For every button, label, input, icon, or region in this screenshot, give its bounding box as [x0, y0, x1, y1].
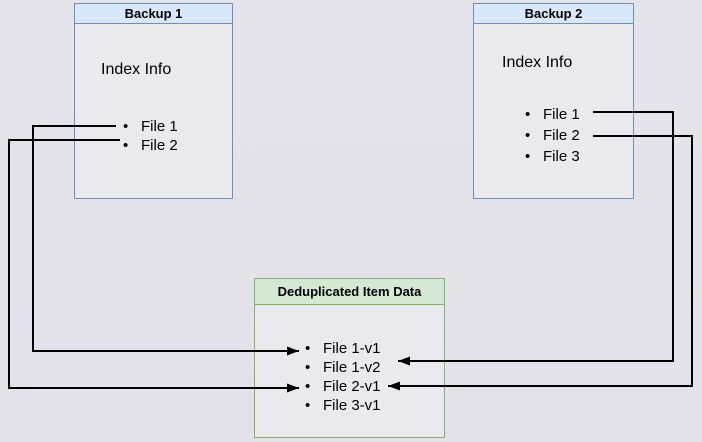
- list-item-file1: File 1: [525, 104, 580, 125]
- deduplicated-item-data-header: Deduplicated Item Data: [255, 279, 444, 305]
- backup1-header: Backup 1: [75, 4, 232, 24]
- list-item-file1v1: File 1-v1: [305, 339, 381, 358]
- list-item-file2: File 2: [123, 136, 178, 155]
- backup2-title: Backup 2: [524, 6, 583, 21]
- backup2-header: Backup 2: [474, 4, 633, 24]
- deduplicated-item-data-title: Deduplicated Item Data: [277, 284, 422, 299]
- backup2-file-list: File 1 File 2 File 3: [525, 104, 580, 167]
- list-item-file1v2: File 1-v2: [305, 358, 381, 377]
- list-item-file3: File 3: [525, 146, 580, 167]
- backup1-title: Backup 1: [124, 6, 183, 21]
- list-item-file2: File 2: [525, 125, 580, 146]
- backup2-index-info-label: Index Info: [502, 54, 573, 71]
- dedup-file-list: File 1-v1 File 1-v2 File 2-v1 File 3-v1: [305, 339, 381, 415]
- list-item-file2v1: File 2-v1: [305, 377, 381, 396]
- list-item-file1: File 1: [123, 117, 178, 136]
- backup1-box: Backup 1 Index Info File 1 File 2: [74, 3, 233, 199]
- list-item-file3v1: File 3-v1: [305, 396, 381, 415]
- backup1-file-list: File 1 File 2: [123, 117, 178, 155]
- backup2-box: Backup 2 Index Info File 1 File 2 File 3: [473, 3, 634, 199]
- backup1-index-info-label: Index Info: [101, 61, 172, 78]
- deduplicated-item-data-box: Deduplicated Item Data File 1-v1 File 1-…: [254, 278, 445, 438]
